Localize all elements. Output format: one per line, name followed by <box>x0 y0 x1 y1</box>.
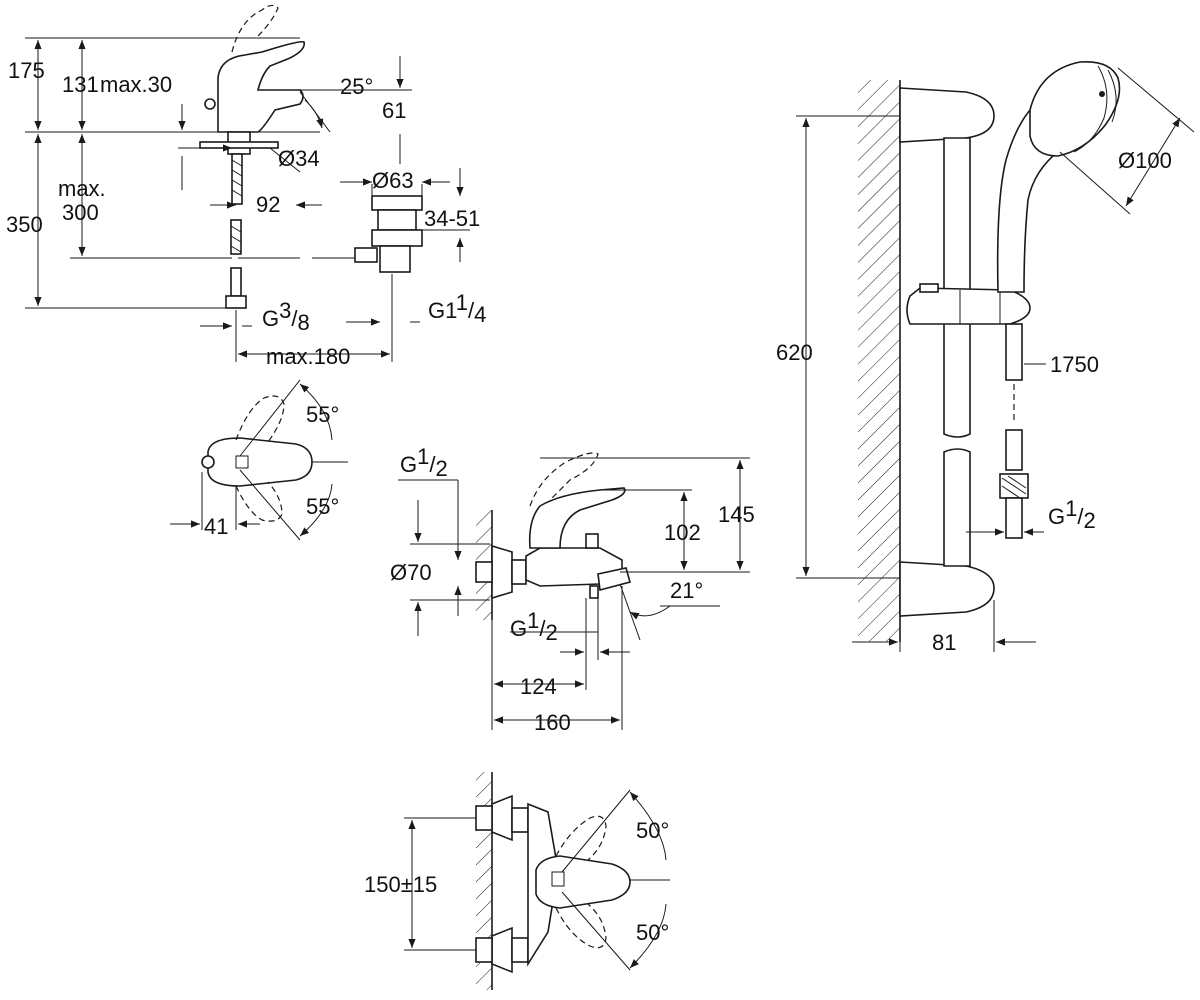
thread-shower-g12: G1/2 <box>1048 496 1096 533</box>
shower-hose <box>1005 323 1023 381</box>
wall-hatch-shower <box>858 80 900 642</box>
bath-lever <box>528 487 626 549</box>
dim-angle-50-down: 50° <box>636 920 669 945</box>
basin-mixer-body <box>217 40 306 133</box>
basin-mixer-top-view: 55° 55° 41 <box>170 379 348 541</box>
hose-connector <box>225 295 247 309</box>
dim-41: 41 <box>204 514 228 539</box>
dim-angle-21: 21° <box>670 578 703 603</box>
thread-top-g12: G1/2 <box>400 444 448 481</box>
rail-bar <box>943 137 971 438</box>
bath-nut <box>511 559 527 585</box>
basin-lever-raised-outline <box>231 4 279 53</box>
shower-rail-set: 620 Ø100 1750 G1/2 81 <box>776 61 1195 655</box>
supply-hose <box>231 153 243 205</box>
bath-lever-up-position <box>555 815 607 861</box>
bath-mixer-top-view: 150±15 50° 50° <box>364 772 670 990</box>
dim-angle-55-up: 55° <box>306 402 339 427</box>
bath-escutcheon <box>491 544 513 600</box>
dim-92: 92 <box>256 192 280 217</box>
rail-top-bracket <box>899 87 995 143</box>
dim-620: 620 <box>776 340 813 365</box>
dim-61: 61 <box>382 98 406 123</box>
dim-131: 131 <box>62 72 99 97</box>
basin-lever-right-position <box>235 481 283 522</box>
dim-160: 160 <box>534 710 571 735</box>
dim-angle-25: 25° <box>340 74 373 99</box>
dim-max30: max.30 <box>100 72 172 97</box>
dim-d34: Ø34 <box>278 146 320 171</box>
dim-300: 300 <box>62 200 99 225</box>
dim-d70: Ø70 <box>390 560 432 585</box>
dim-124: 124 <box>520 674 557 699</box>
rail-bar-lower <box>943 448 971 567</box>
waste-nut <box>371 229 423 247</box>
dim-145: 145 <box>718 502 755 527</box>
rail-slider <box>906 287 1031 325</box>
dim-34-51: 34-51 <box>424 206 480 231</box>
waste-rod-connector <box>354 247 378 263</box>
supply-hose-end <box>230 267 242 297</box>
dim-102: 102 <box>664 520 701 545</box>
dim-81: 81 <box>932 630 956 655</box>
thread-g1-14: G11/4 <box>428 290 486 327</box>
dim-175: 175 <box>8 58 45 83</box>
basin-mixer-side-view: 175 131 max.30 25° 61 Ø34 Ø63 92 34-51 3… <box>6 4 486 369</box>
bath-lever-raised-outline <box>529 452 599 507</box>
basin-lever-top <box>207 437 313 487</box>
pop-up-knob <box>204 98 216 110</box>
dim-350: 350 <box>6 212 43 237</box>
supply-hose-lower <box>230 219 242 255</box>
bath-mixer-side-view: G1/2 145 102 Ø70 21° G1/2 124 160 <box>390 444 755 735</box>
dim-max-label: max. <box>58 176 106 201</box>
waste-plug-top <box>371 195 423 211</box>
shower-hose-lower <box>1005 429 1023 471</box>
dim-1750: 1750 <box>1050 352 1099 377</box>
waste-body <box>377 209 417 231</box>
bath-spout <box>597 567 631 592</box>
bath-lever-down-position <box>555 903 607 949</box>
dim-max180: max.180 <box>266 344 350 369</box>
basin-deck-plate <box>199 141 279 149</box>
thread-bottom-g12: G1/2 <box>510 608 558 645</box>
basin-lever-left-position <box>235 395 285 443</box>
bath-lever-top <box>535 855 631 909</box>
hand-shower-head <box>1029 61 1121 157</box>
dim-angle-50-up: 50° <box>636 818 669 843</box>
dim-angle-55-down: 55° <box>306 494 339 519</box>
diverter-knob <box>585 533 599 549</box>
waste-tail <box>379 245 411 273</box>
dim-d100: Ø100 <box>1118 148 1172 173</box>
dim-d63: Ø63 <box>372 168 414 193</box>
thread-g38: G3/8 <box>262 298 310 335</box>
rail-bottom-bracket <box>899 561 995 617</box>
dim-150-15: 150±15 <box>364 872 437 897</box>
